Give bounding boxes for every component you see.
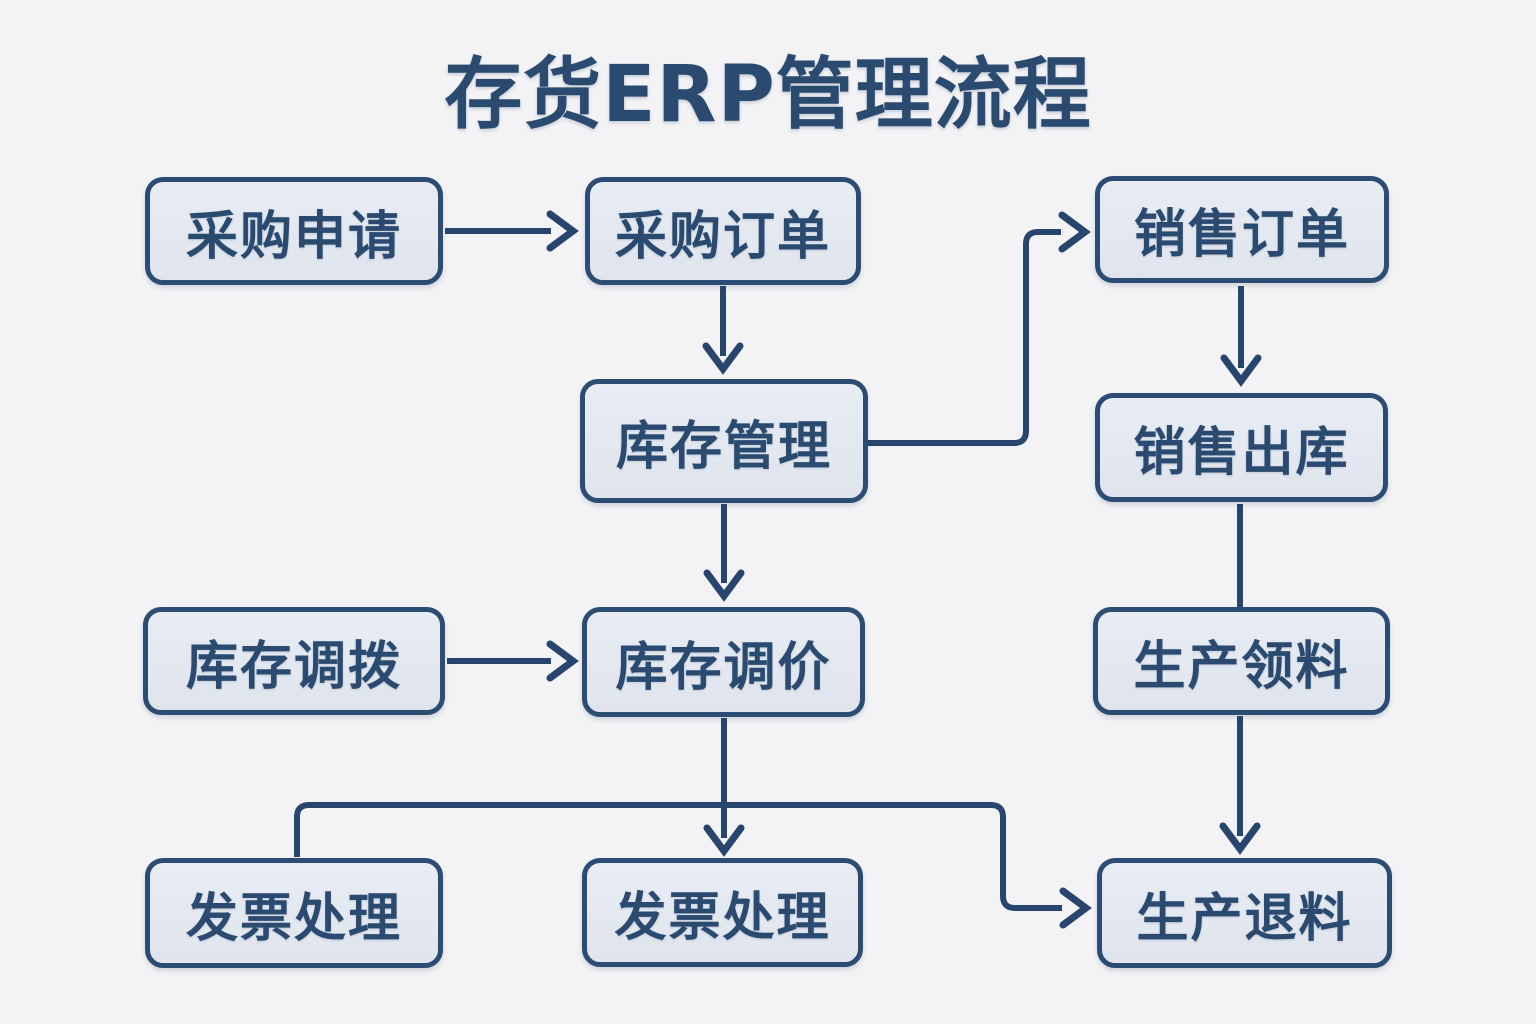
node-purchase-order-label: 采购订单 bbox=[614, 206, 831, 267]
arrowhead-right-icon bbox=[546, 640, 579, 682]
node-purchase-order: 采购订单 bbox=[585, 177, 861, 285]
node-invoice-processing-center: 发票处理 bbox=[582, 858, 863, 967]
node-production-return-label: 生产退料 bbox=[1136, 888, 1353, 949]
arrowhead-down-icon bbox=[703, 569, 745, 602]
arrowhead-down-icon bbox=[1220, 354, 1262, 387]
node-inventory-repricing-label: 库存调价 bbox=[615, 637, 832, 698]
node-production-requisition: 生产领料 bbox=[1093, 607, 1390, 715]
edge-inventory-repricing-splitter-rail bbox=[294, 802, 1062, 911]
arrowhead-down-icon bbox=[702, 342, 744, 375]
node-production-requisition-label: 生产领料 bbox=[1133, 636, 1350, 697]
diagram-title: 存货ERP管理流程 bbox=[444, 50, 1092, 140]
node-production-return: 生产退料 bbox=[1097, 858, 1392, 968]
arrowhead-right-icon bbox=[546, 210, 579, 252]
node-inventory-management: 库存管理 bbox=[580, 379, 868, 503]
arrowhead-down-icon bbox=[1219, 822, 1261, 855]
node-sales-outbound-label: 销售出库 bbox=[1133, 423, 1350, 483]
edge-inventory-management-to-sales-order bbox=[868, 229, 1061, 446]
node-inventory-transfer: 库存调拨 bbox=[143, 607, 445, 715]
arrowhead-right-icon bbox=[1059, 887, 1092, 929]
node-sales-order: 销售订单 bbox=[1095, 176, 1389, 283]
node-inventory-management-label: 库存管理 bbox=[615, 416, 832, 477]
node-inventory-repricing: 库存调价 bbox=[582, 607, 865, 717]
node-invoice-processing-left-label: 发票处理 bbox=[185, 888, 402, 949]
node-purchase-request-label: 采购申请 bbox=[185, 206, 402, 267]
node-invoice-processing-center-label: 发票处理 bbox=[614, 888, 831, 948]
node-sales-outbound: 销售出库 bbox=[1095, 393, 1388, 502]
node-invoice-processing-left: 发票处理 bbox=[145, 858, 443, 968]
node-purchase-request: 采购申请 bbox=[145, 177, 443, 285]
node-inventory-transfer-label: 库存调拨 bbox=[185, 636, 402, 697]
arrowhead-down-icon bbox=[703, 824, 745, 857]
node-sales-order-label: 销售订单 bbox=[1133, 205, 1350, 265]
arrowhead-right-icon bbox=[1058, 211, 1091, 253]
